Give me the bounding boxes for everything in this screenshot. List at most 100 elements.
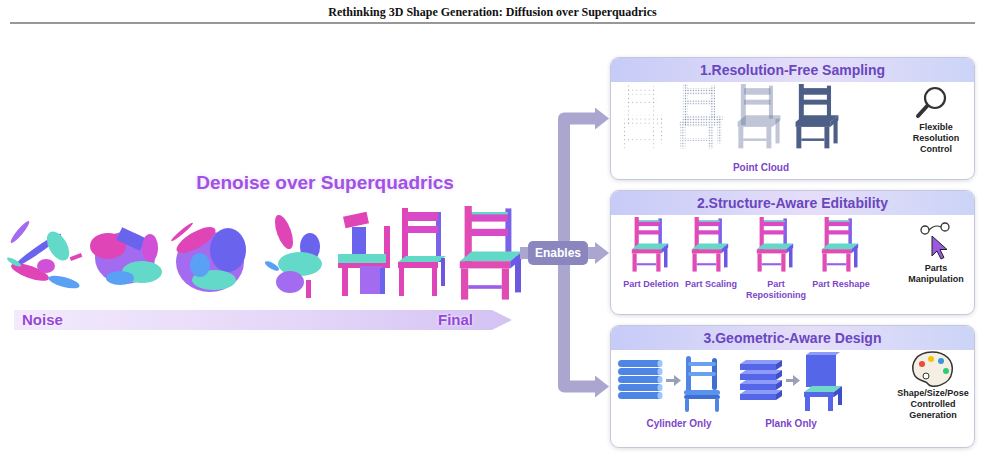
- figure-label: Part Reshape: [806, 279, 876, 290]
- feature-panel: 2.Structure-Aware EditabilityPart Deleti…: [610, 190, 975, 315]
- plank-chair: [804, 392, 834, 397]
- palette-icon: [913, 352, 952, 386]
- cylinder-stack: [658, 360, 663, 367]
- figure-label: Plank Only: [741, 418, 841, 430]
- plank-chair: [806, 355, 836, 387]
- noise-step: [42, 228, 74, 265]
- denoise-step: [406, 212, 438, 221]
- denoise-step: [380, 268, 385, 294]
- cylinder-chair: [684, 356, 720, 412]
- icon-caption: Flexible Resolution Control: [899, 122, 973, 155]
- plank-stack: [776, 380, 782, 390]
- cylinder-stack: [658, 376, 663, 383]
- plank-stack: [740, 394, 776, 400]
- icon-caption: Shape/Size/Pose Controlled Generation: [893, 388, 973, 421]
- denoise-step: [398, 208, 446, 296]
- cylinder-chair: [715, 398, 719, 412]
- plank-chair: [806, 352, 840, 355]
- figure-label: Part Scaling: [676, 279, 746, 290]
- denoise-step: [343, 212, 369, 229]
- denoise-step: [276, 271, 304, 293]
- denoise-step: [432, 268, 437, 296]
- denoise-step: [173, 222, 219, 258]
- cylinder-stack: [658, 392, 663, 399]
- figure-label: Part Repositioning: [741, 279, 811, 301]
- noise-step: [9, 219, 32, 244]
- noise-step: [6, 256, 22, 268]
- edited-chairs: [822, 217, 858, 272]
- point-cloud-chairs: [622, 84, 665, 148]
- figure-title: Rethinking 3D Shape Generation: Diffusio…: [0, 5, 985, 20]
- plank-stack: [740, 360, 782, 364]
- point-cloud-chairs: [738, 84, 781, 148]
- edited-chairs: [757, 217, 793, 272]
- palette-icon: [923, 373, 929, 379]
- cursor-icon: [921, 223, 949, 259]
- palette-icon: [928, 356, 934, 362]
- cylinder-stack: [618, 360, 663, 399]
- cylinder-stack: [618, 384, 662, 391]
- palette-icon: [938, 358, 944, 364]
- figure-label: Final: [438, 310, 473, 330]
- final-chair: [460, 206, 522, 300]
- point-cloud-chairs: [680, 84, 723, 148]
- denoise-step: [190, 253, 210, 277]
- cylinder-stack: [618, 368, 662, 375]
- figure-label: Noise: [22, 310, 63, 330]
- plank-stack: [740, 360, 782, 400]
- cylinder-chair: [684, 395, 720, 399]
- feature-panel: 1.Resolution-Free SamplingPoint CloudFle…: [610, 57, 975, 180]
- cursor-icon: [929, 226, 941, 230]
- palette-icon: [919, 361, 925, 367]
- denoise-step: [170, 221, 194, 242]
- heading-label: Denoise over Superquadrics: [165, 172, 485, 194]
- edited-chairs: [692, 217, 728, 272]
- denoise-step: [271, 213, 296, 252]
- noise-step: [37, 259, 55, 273]
- plank-chair: [838, 391, 842, 405]
- denoise-step: [399, 268, 404, 296]
- cursor-icon: [941, 223, 949, 231]
- denoise-step: [352, 227, 366, 255]
- denoise-step: [264, 213, 322, 298]
- denoise-step: [441, 258, 445, 286]
- cylinder-chair: [685, 398, 689, 412]
- plank-stack: [776, 390, 782, 400]
- cylinder-stack: [618, 392, 662, 399]
- denoise-step: [338, 212, 390, 296]
- denoise-step: [116, 227, 145, 251]
- title-rule: [10, 23, 975, 24]
- box-label: Enables: [535, 244, 581, 262]
- edited-chairs: [632, 217, 668, 272]
- denoise-step: [398, 256, 446, 262]
- point-cloud-chairs: [796, 84, 839, 148]
- noise-step: [70, 253, 83, 261]
- palette-icon: [943, 368, 949, 374]
- small-arrow: [666, 375, 681, 386]
- plank-stack: [740, 390, 782, 394]
- plank-stack: [776, 360, 782, 370]
- plank-stack: [776, 370, 782, 380]
- feature-panel: 3.Geometric-Aware DesignCylinder OnlyPla…: [610, 325, 975, 448]
- denoise-step: [210, 228, 246, 272]
- progress-band: Noise Final: [14, 308, 514, 332]
- small-arrow: [786, 375, 800, 386]
- denoise-step: [398, 262, 438, 268]
- edited-chairs: [632, 217, 858, 272]
- denoise-step: [106, 271, 134, 285]
- figure-label: Part Deletion: [616, 279, 686, 290]
- panel-heading: 1.Resolution-Free Sampling: [611, 58, 974, 82]
- noise-step: [47, 273, 80, 291]
- cursor-icon: [932, 236, 947, 259]
- enables-arrow: [588, 247, 596, 259]
- enables-arrow: [564, 265, 596, 387]
- magnifier-icon: [918, 105, 928, 116]
- magnifier-icon: [918, 88, 945, 116]
- plank-stack: [740, 384, 776, 390]
- cylinder-stack: [618, 360, 662, 367]
- plank-chair: [828, 397, 833, 411]
- cylinder-stack: [618, 376, 662, 383]
- panel-heading: 3.Geometric-Aware Design: [611, 326, 974, 350]
- plank-stack: [740, 364, 776, 370]
